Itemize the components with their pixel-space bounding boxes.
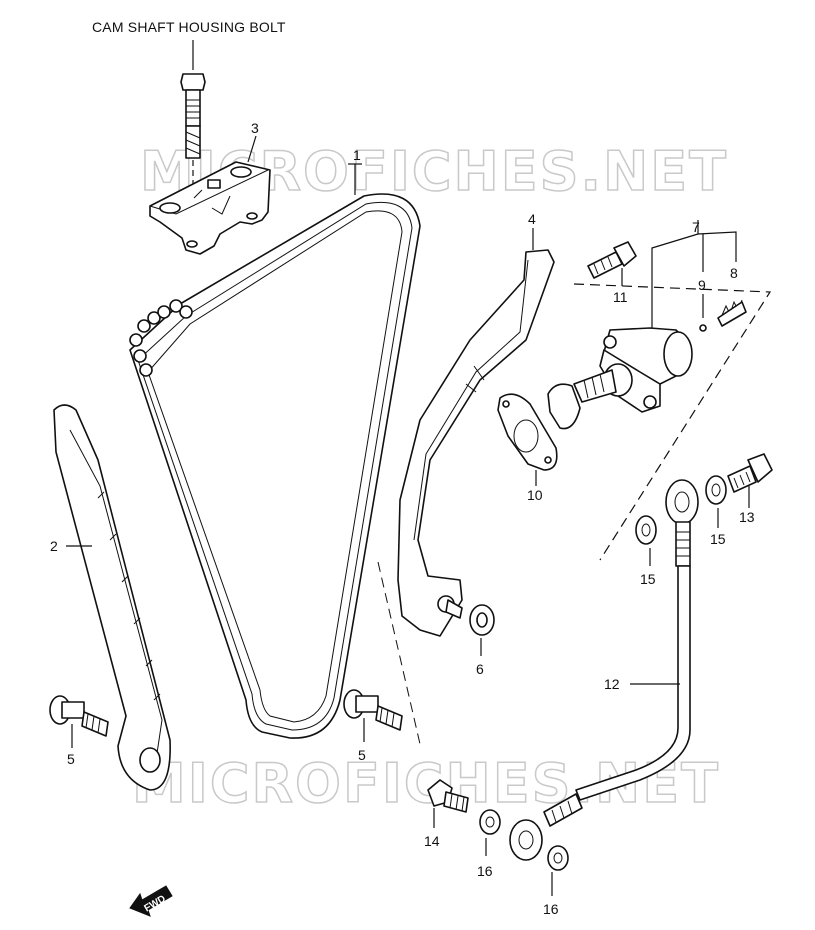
chain-links	[129, 299, 193, 377]
callout-9: 9	[698, 277, 706, 293]
part-11-bolt: 11	[587, 241, 637, 305]
part-4-tensioner-guide: 4	[377, 211, 555, 745]
diagram-title: CAM SHAFT HOUSING BOLT	[92, 19, 286, 35]
callout-5-left: 5	[67, 751, 75, 767]
part-12-oil-pipe: 12	[509, 479, 699, 861]
part-1-cam-chain: 1	[129, 147, 421, 739]
callout-16-left: 16	[477, 863, 493, 879]
fwd-label: FWD	[142, 894, 167, 915]
part-2-chain-guide: 2	[50, 404, 171, 791]
callout-4: 4	[528, 211, 536, 227]
part-5-bolt-right: 5	[343, 689, 403, 763]
part-6-washer: 6	[469, 604, 495, 677]
callout-2: 2	[50, 538, 58, 554]
callout-12: 12	[604, 676, 620, 692]
callout-5-right: 5	[358, 747, 366, 763]
callout-13: 13	[739, 509, 755, 525]
callout-15-left: 15	[640, 571, 656, 587]
part-13-union-bolt: 13	[727, 453, 773, 525]
callout-1: 1	[353, 147, 361, 163]
callout-15-right: 15	[710, 531, 726, 547]
part-8-spring	[717, 299, 747, 327]
cam-shaft-housing-bolt	[180, 73, 206, 195]
callout-3: 3	[251, 120, 259, 136]
callout-16-right: 16	[543, 901, 559, 917]
fwd-arrow-icon: FWD	[129, 885, 173, 917]
callout-6: 6	[476, 661, 484, 677]
callout-14: 14	[424, 833, 440, 849]
part-14-union-bolt: 14	[424, 779, 469, 849]
part-3-chain-guide-top: 3	[149, 120, 271, 255]
callout-7: 7	[692, 219, 700, 235]
part-15-washer-right: 15	[705, 475, 727, 547]
part-10-gasket: 10	[497, 393, 558, 503]
part-16-washer-left: 16	[477, 809, 501, 879]
callout-11: 11	[613, 289, 628, 305]
part-5-bolt-left: 5	[49, 695, 109, 767]
part-15-washer-left: 15	[635, 515, 657, 587]
callout-10: 10	[527, 487, 543, 503]
part-7-tensioner-assembly	[547, 283, 772, 561]
bracket-7: 7 8 9	[651, 219, 738, 332]
callout-8: 8	[730, 265, 738, 281]
part-16-washer-right: 16	[543, 845, 569, 917]
